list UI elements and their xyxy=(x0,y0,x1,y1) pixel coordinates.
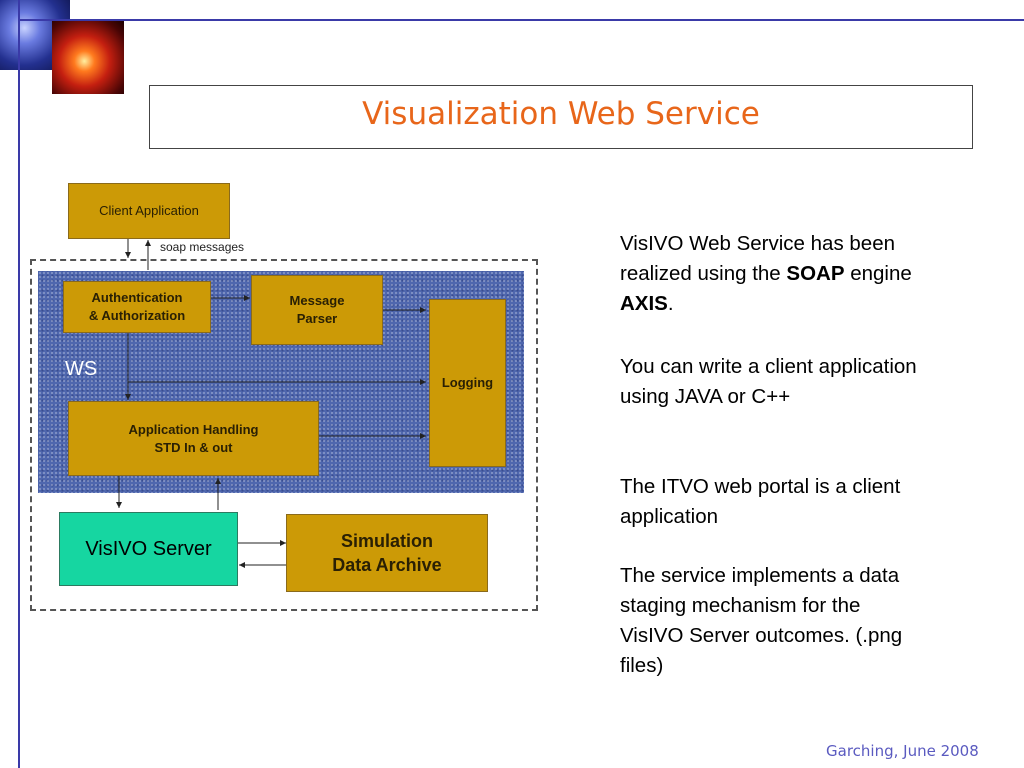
client-application-box: Client Application xyxy=(68,183,230,239)
paragraph-soap-axis: VisIVO Web Service has been realized usi… xyxy=(620,232,912,315)
left-rule xyxy=(18,0,20,768)
top-rule xyxy=(18,19,1024,21)
axis-term: AXIS xyxy=(620,292,668,315)
ws-label: WS xyxy=(65,358,98,380)
paragraph-data-staging: The service implements a data staging me… xyxy=(620,564,903,677)
paragraph-itvo-portal: The ITVO web portal is a client applicat… xyxy=(620,475,901,528)
title-box: Visualization Web Service xyxy=(149,85,973,149)
soap-messages-label: soap messages xyxy=(160,240,245,254)
paragraph-client-languages: You can write a client application using… xyxy=(620,355,917,408)
architecture-diagram: Client Application soap messages Authent… xyxy=(28,180,540,612)
authentication-box: Authentication & Authorization xyxy=(63,281,211,333)
soap-term: SOAP xyxy=(786,262,845,285)
slide-title: Visualization Web Service xyxy=(362,96,760,132)
logging-box: Logging xyxy=(429,299,506,467)
message-parser-box: Message Parser xyxy=(251,275,383,345)
diagram-arrows xyxy=(116,238,426,568)
visivo-server-box: VisIVO Server xyxy=(59,512,238,586)
application-handling-box: Application Handling STD In & out xyxy=(68,401,319,476)
galaxy-image-red xyxy=(52,21,124,94)
system-boundary xyxy=(30,259,538,611)
footer-text: Garching, June 2008 xyxy=(826,742,979,760)
simulation-archive-box: Simulation Data Archive xyxy=(286,514,488,592)
